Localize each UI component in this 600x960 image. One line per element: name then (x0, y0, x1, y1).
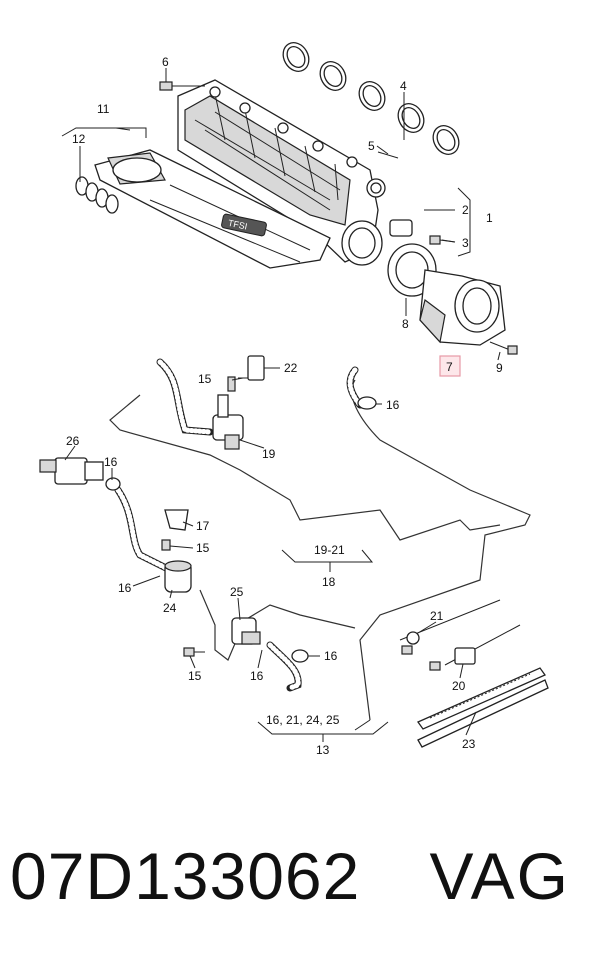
callout-21: 21 (430, 609, 444, 623)
callout-20: 20 (452, 679, 466, 693)
callout-19-21: 19-21 (314, 543, 345, 557)
callout-19: 19 (262, 447, 276, 461)
clip-21 (399, 599, 501, 655)
callout-24: 24 (163, 601, 177, 615)
callout-12: 12 (72, 132, 86, 146)
callout-4: 4 (400, 79, 407, 93)
callout-26: 26 (66, 434, 80, 448)
callout-labels: 1 2 3 4 5 6 7 8 9 11 12 15 22 16 19 26 1… (66, 55, 503, 757)
callout-16-left: 16 (104, 455, 118, 469)
callout-11: 11 (97, 102, 110, 116)
clamp-16-top (357, 396, 377, 410)
part-number: 07D133062 (10, 839, 361, 913)
exploded-parts-diagram: TFSI (39, 42, 549, 757)
engine-cover: TFSI (94, 149, 331, 269)
callout-8: 8 (402, 317, 409, 331)
callout-18: 18 (322, 575, 336, 589)
callout-22: 22 (284, 361, 298, 375)
callout-6: 6 (162, 55, 169, 69)
callout-15-bottom: 15 (188, 669, 202, 683)
valve-19 (212, 394, 244, 450)
callout-16-lower: 16 (250, 669, 264, 683)
stud-5 (377, 151, 399, 159)
callout-2: 2 (462, 203, 469, 217)
callout-7: 7 (446, 360, 453, 374)
bracket-17 (161, 509, 189, 551)
cable-tie-23 (417, 667, 549, 748)
callout-23: 23 (462, 737, 476, 751)
callout-16-bottom: 16 (324, 649, 338, 663)
leader-lines (61, 68, 501, 742)
callout-1: 1 (486, 211, 493, 225)
callout-3: 3 (462, 236, 469, 250)
callout-13: 13 (316, 743, 330, 757)
brand-name: VAG (429, 839, 570, 913)
callout-25: 25 (230, 585, 244, 599)
bolt-9 (489, 341, 518, 355)
callout-13-group: 16, 21, 24, 25 (266, 713, 340, 727)
callout-15-mid: 15 (196, 541, 210, 555)
grommet-rings (75, 176, 119, 214)
valve-26 (39, 457, 104, 485)
callout-15-top: 15 (198, 372, 212, 386)
damper-24 (164, 560, 192, 593)
highlight-marker-7 (439, 355, 461, 377)
callout-5: 5 (368, 139, 375, 153)
throttle-body (419, 269, 506, 346)
callout-16-top: 16 (386, 398, 400, 412)
cover-logo-text: TFSI (227, 218, 248, 232)
callout-9: 9 (496, 361, 503, 375)
callout-16-mid: 16 (118, 581, 132, 595)
valve-25 (231, 617, 261, 645)
clip-20 (429, 624, 521, 671)
bracket-22 (238, 355, 265, 381)
intake-manifold (177, 79, 413, 266)
callout-17: 17 (196, 519, 210, 533)
